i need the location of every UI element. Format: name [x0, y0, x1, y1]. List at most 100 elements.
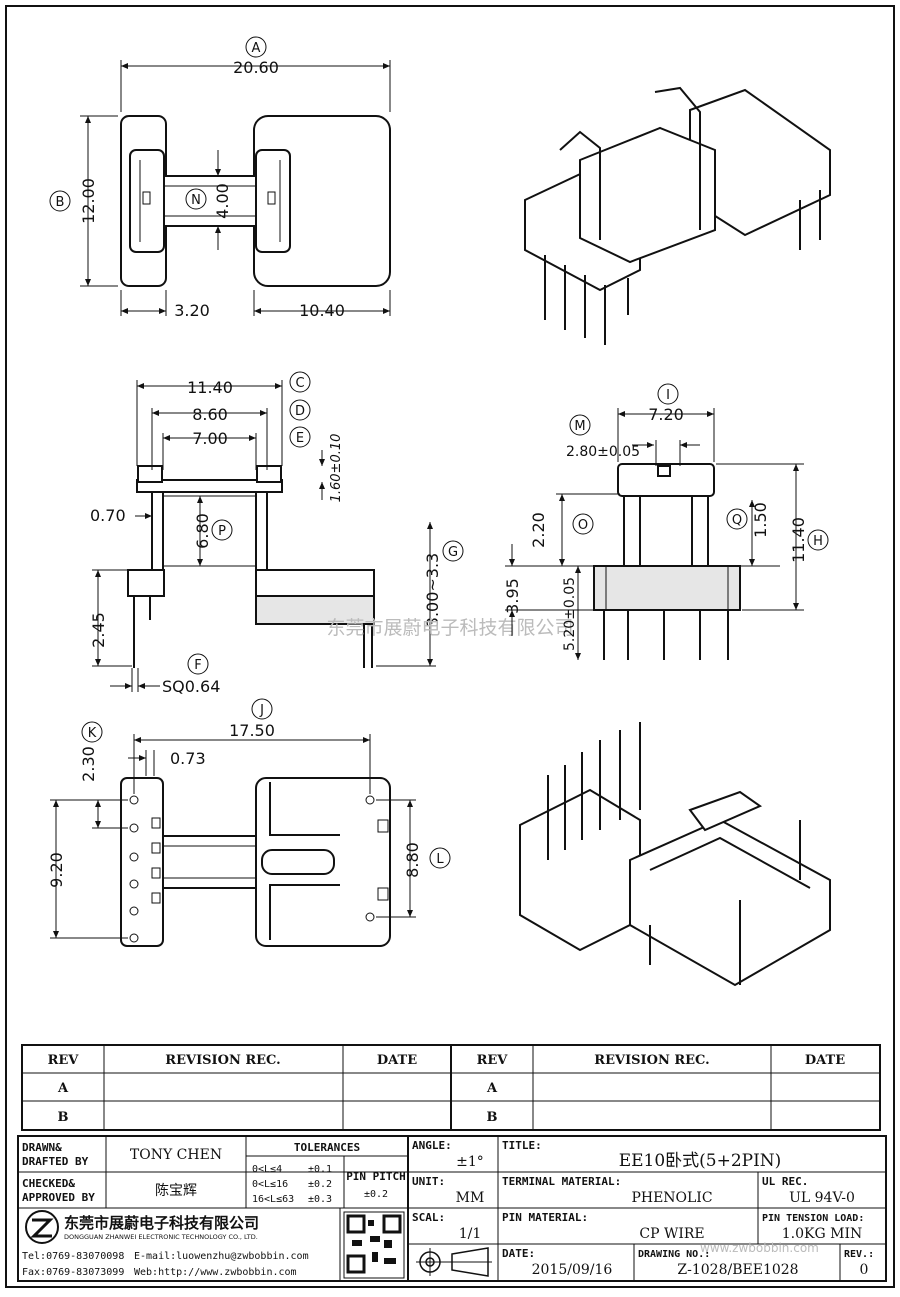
- dim-l-circle: L: [436, 852, 444, 867]
- dim-k-circle: K: [88, 726, 97, 741]
- pin-material-value: CP WIRE: [639, 1226, 704, 1242]
- drawing-no-value: Z-1028/BEE1028: [677, 1262, 798, 1278]
- dim-g-value: 3.00~3.3: [423, 553, 442, 627]
- company-name-cn: 东莞市展蔚电子科技有限公司: [64, 1214, 259, 1232]
- pin-material-label: PIN MATERIAL:: [502, 1211, 588, 1224]
- checked-label-2: APPROVED BY: [22, 1191, 95, 1204]
- dim-n-circle: N: [191, 193, 201, 208]
- tol-range-2: 0<L≤16: [252, 1179, 288, 1190]
- company-name-en: DONGGUAN ZHANWEI ELECTRONIC TECHNOLOGY C…: [64, 1233, 258, 1241]
- dim-k-value: 2.30: [79, 746, 98, 782]
- rev-label: REV.:: [844, 1249, 874, 1260]
- dim-e-circle: E: [296, 431, 304, 446]
- sheet-border: [5, 5, 895, 1288]
- title-value: EE10卧式(5+2PIN): [619, 1151, 782, 1171]
- dim-d-circle: D: [295, 404, 305, 419]
- dim-m-circle: M: [574, 419, 585, 434]
- dim-d-value: 8.60: [192, 405, 228, 424]
- qr-code-icon: [343, 1211, 405, 1279]
- iso-view-top: [524, 86, 831, 345]
- rev-row-a-left: A: [57, 1081, 69, 1096]
- rev-row-a-right: A: [486, 1081, 498, 1096]
- scale-value: 1/1: [459, 1226, 482, 1242]
- dim-3-20: 3.20: [174, 301, 210, 320]
- rev-header-4: REV: [477, 1053, 509, 1068]
- drawn-label-1: DRAWN&: [22, 1141, 62, 1154]
- pin-tension-label: PIN TENSION LOAD:: [762, 1213, 864, 1224]
- ul-rec-value: UL 94V-0: [789, 1190, 855, 1206]
- dim-q-circle: Q: [732, 513, 742, 528]
- company-web: Web:http://www.zwbobbin.com: [134, 1267, 297, 1278]
- pin-tension-value: 1.0KG MIN: [782, 1226, 862, 1242]
- dim-flange-thickness: 1.60±0.10: [329, 434, 344, 503]
- tol-range-1: 0<L≤4: [252, 1164, 282, 1175]
- projection-symbol-icon: [416, 1247, 492, 1277]
- rev-header-5: REVISION REC.: [594, 1053, 709, 1068]
- rev-row-b-left: B: [58, 1110, 69, 1125]
- rev-value: 0: [860, 1262, 869, 1278]
- unit-label: UNIT:: [412, 1175, 445, 1188]
- dim-9-20: 9.20: [47, 852, 66, 888]
- dim-m-value: 2.80±0.05: [566, 444, 640, 460]
- date-label: DATE:: [502, 1247, 535, 1260]
- revision-table: REV REVISION REC. DATE REV REVISION REC.…: [21, 1044, 881, 1131]
- front-view: 11.40 C 8.60 D 7.00 E 1.60±0.10 0.70 6.8…: [89, 371, 464, 696]
- dim-e-value: 7.00: [192, 429, 228, 448]
- dim-j-value: 17.50: [229, 721, 275, 740]
- dim-f-value: SQ0.64: [162, 677, 220, 696]
- terminal-material-value: PHENOLIC: [631, 1190, 712, 1206]
- dim-g-circle: G: [448, 545, 458, 560]
- dim-c-value: 11.40: [187, 378, 233, 397]
- company-logo-icon: [25, 1210, 59, 1244]
- dim-n-value: 4.00: [213, 183, 232, 219]
- rev-header-3: DATE: [377, 1053, 417, 1068]
- dim-q-value: 1.50: [751, 502, 770, 538]
- company-tel: Tel:0769-83070098: [22, 1251, 124, 1262]
- ul-rec-label: UL REC.: [762, 1175, 808, 1188]
- dim-c-circle: C: [295, 376, 304, 391]
- dim-l-value: 8.80: [403, 842, 422, 878]
- rev-header-2: REVISION REC.: [165, 1053, 280, 1068]
- watermark-text: 东莞市展蔚电子科技有限公司: [326, 617, 573, 639]
- unit-value: MM: [456, 1190, 485, 1206]
- dim-p-value: 6.80: [193, 513, 212, 549]
- dim-h-circle: H: [813, 534, 823, 549]
- dim-i-value: 7.20: [648, 405, 684, 424]
- dim-h-value: 11.40: [789, 517, 808, 563]
- title-label: TITLE:: [502, 1139, 542, 1152]
- checked-label-1: CHECKED&: [22, 1177, 75, 1190]
- dim-a-circle: A: [252, 41, 261, 56]
- rev-header-1: REV: [48, 1053, 80, 1068]
- dim-f-circle: F: [194, 658, 201, 673]
- angle-label: ANGLE:: [412, 1139, 452, 1152]
- dim-3-95: 3.95: [503, 578, 522, 614]
- scale-label: SCAL:: [412, 1211, 445, 1224]
- dim-wall: 0.70: [90, 506, 126, 525]
- title-block: DRAWN& DRAFTED BY TONY CHEN CHECKED& APP…: [17, 1135, 887, 1282]
- dim-5-20: 5.20±0.05: [562, 577, 578, 651]
- dim-b-circle: B: [56, 195, 65, 210]
- dim-pin-length: 2.45: [89, 612, 108, 648]
- pin-pitch-value: ±0.2: [364, 1189, 388, 1200]
- iso-view-bottom: [519, 722, 831, 987]
- terminal-material-label: TERMINAL MATERIAL:: [502, 1175, 621, 1188]
- rev-row-b-right: B: [487, 1110, 498, 1125]
- bottom-view: 17.50 J 2.30 K 0.73 9.20 8.80 L: [47, 698, 451, 947]
- drawn-by-value: TONY CHEN: [130, 1147, 222, 1163]
- top-view: A 20.60 B 12.00 N 4.00 3.20 10.40: [49, 36, 391, 320]
- tol-range-3: 16<L≤63: [252, 1194, 294, 1205]
- company-email: E-mail:luowenzhu@zwbobbin.com: [134, 1251, 309, 1262]
- checked-by-value: 陈宝辉: [155, 1182, 197, 1199]
- dim-a-value: 20.60: [233, 58, 279, 77]
- tol-value-1: ±0.1: [308, 1164, 332, 1175]
- dim-j-circle: J: [259, 703, 264, 718]
- drawn-label-2: DRAFTED BY: [22, 1155, 89, 1168]
- dim-p-circle: P: [218, 524, 226, 539]
- tol-value-2: ±0.2: [308, 1179, 332, 1190]
- company-fax: Fax:0769-83073099: [22, 1267, 124, 1278]
- angle-value: ±1°: [456, 1154, 484, 1170]
- dim-10-40: 10.40: [299, 301, 345, 320]
- tolerances-label: TOLERANCES: [294, 1141, 360, 1154]
